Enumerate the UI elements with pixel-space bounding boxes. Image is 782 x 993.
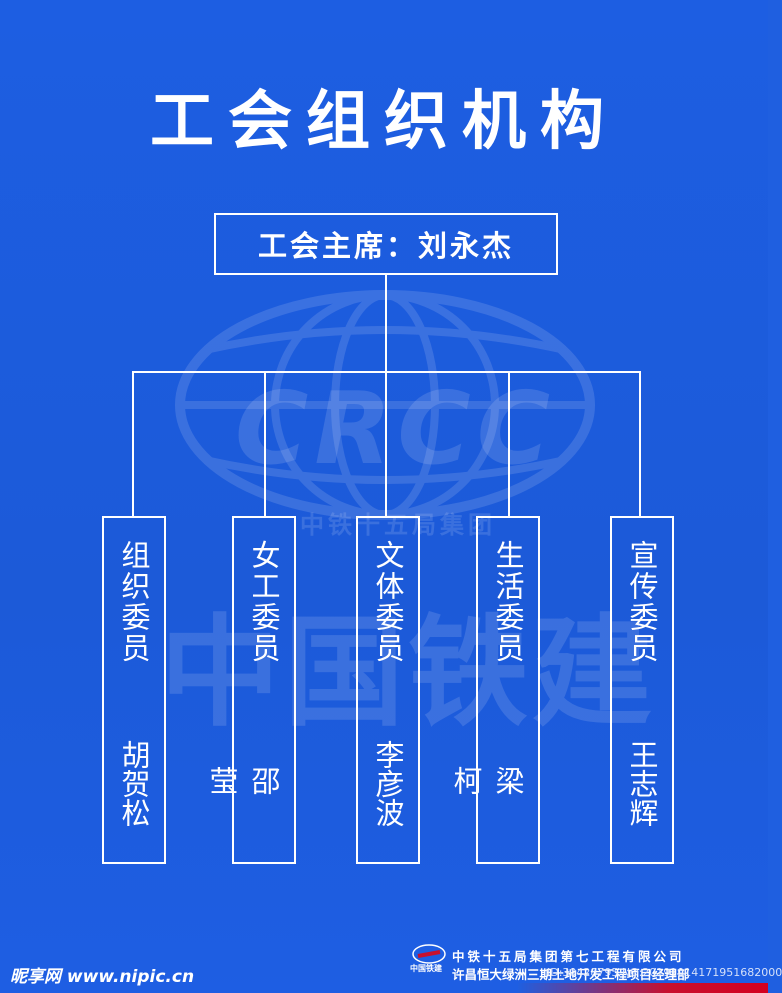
connector-horizontal	[132, 371, 641, 373]
committee-member-name: 梁柯	[449, 765, 525, 837]
page-title: 工会组织机构	[150, 85, 618, 159]
committee-member-name: 胡贺松	[117, 740, 151, 827]
chairman-box: 工会主席：刘永杰	[214, 213, 558, 275]
connector-branch-5	[639, 371, 641, 516]
committee-role: 文体委员	[371, 540, 405, 664]
committee-role: 宣传委员	[625, 540, 659, 664]
committee-box-women: 女工委员 邵莹	[205, 516, 296, 864]
connector-branch-1	[132, 371, 134, 516]
connector-branch-4	[508, 371, 510, 516]
footer-company: 中铁十五局集团第七工程有限公司	[452, 949, 685, 964]
committee-role: 女工委员	[247, 540, 281, 664]
watermark-logo-text: CRCC	[235, 370, 557, 487]
committee-box-culture-sports: 文体委员 李彦波	[356, 516, 420, 864]
committee-box-organization: 组织委员 胡贺松	[102, 516, 166, 864]
committee-member-name: 李彦波	[371, 740, 405, 827]
connector-branch-2	[264, 371, 266, 516]
committee-role: 组织委员	[117, 540, 151, 664]
footer-logo-label: 中国铁建	[410, 964, 442, 973]
crcc-logo-icon	[412, 944, 446, 964]
committee-role: 生活委员	[491, 540, 525, 664]
footer-image-id: ID:30428795 NO:20191014171951682000	[547, 966, 782, 979]
site-watermark: 昵享网 www.nipic.cn	[10, 967, 195, 987]
connector-trunk	[385, 275, 387, 373]
committee-box-publicity: 宣传委员 王志辉	[610, 516, 674, 864]
connector-branch-3	[385, 373, 387, 516]
watermark-big-text: 中国铁建	[160, 604, 656, 743]
committee-member-name: 王志辉	[625, 740, 659, 827]
corner-accent	[518, 983, 768, 993]
committee-box-living: 生活委员 梁柯	[449, 516, 540, 864]
chairman-label: 工会主席：刘永杰	[257, 229, 514, 263]
committee-member-name: 邵莹	[205, 765, 281, 837]
watermark-group-text: 中铁十五局集团	[300, 511, 496, 539]
footer-project: 许昌恒大绿洲三期土地开发工程项目经理部	[452, 967, 690, 982]
